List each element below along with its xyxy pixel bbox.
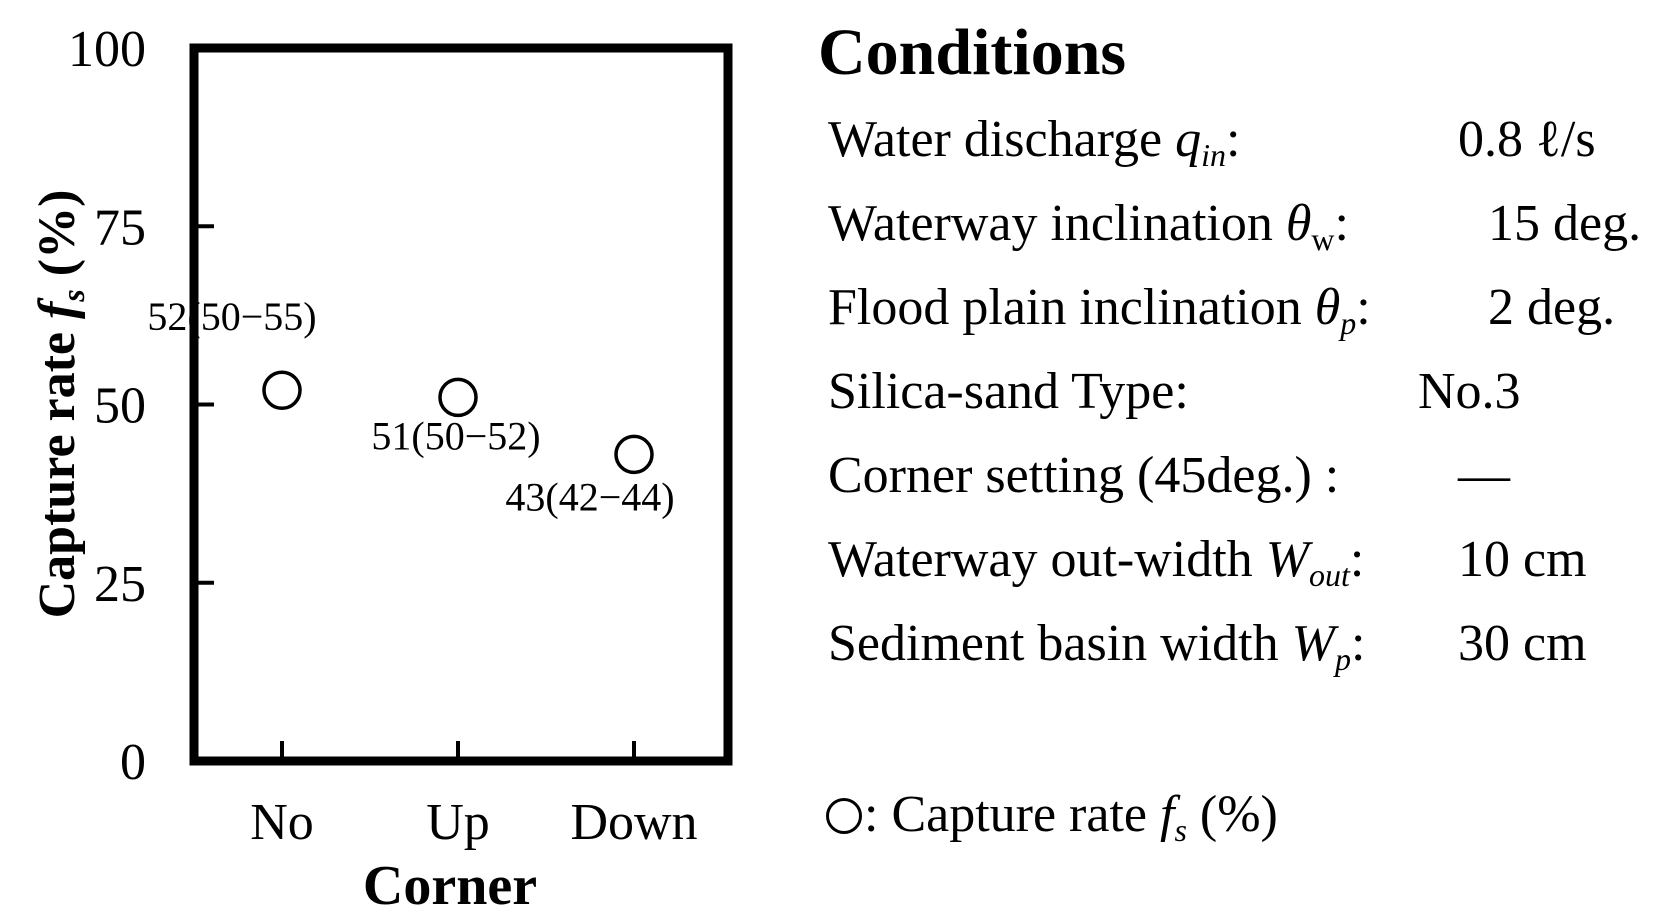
- legend: : Capture rate fs (%): [826, 785, 1278, 860]
- y-tick-label: 25: [94, 556, 146, 613]
- y-axis-ticks: 0 25 50 75 100: [68, 21, 214, 791]
- condition-var: θ: [1314, 279, 1341, 336]
- condition-value: 30 cm: [1458, 615, 1587, 672]
- condition-value: 2 deg.: [1488, 279, 1616, 336]
- x-tick-label: Down: [570, 794, 697, 851]
- condition-value: 0.8 ℓ/s: [1458, 111, 1596, 168]
- condition-label: Water discharge qin:: [828, 111, 1241, 173]
- condition-value: 10 cm: [1458, 531, 1587, 588]
- condition-sub: p: [1334, 641, 1351, 677]
- y-axis-title: Capture rate fs (%): [29, 190, 91, 619]
- legend-var: f: [1159, 786, 1175, 843]
- condition-sub: out: [1309, 557, 1350, 593]
- condition-label: Waterway inclination θw:: [828, 195, 1349, 257]
- plot-frame: [189, 43, 733, 766]
- condition-label: Flood plain inclination θp:: [828, 279, 1371, 341]
- condition-var: W: [1291, 615, 1335, 672]
- data-point: [438, 377, 478, 418]
- data-labels: 52(50−55) 51(50−52) 43(42−44): [147, 294, 674, 519]
- condition-var: θ: [1285, 195, 1312, 252]
- legend-sub: s: [1174, 812, 1187, 848]
- condition-sub: w: [1311, 221, 1335, 257]
- open-circle-marker-icon: [826, 798, 862, 834]
- condition-label: Waterway out-width Wout:: [828, 531, 1365, 593]
- y-tick-label: 50: [94, 378, 146, 435]
- x-axis-ticks: No Up Down: [250, 741, 698, 851]
- condition-label: Silica-sand Type:: [828, 363, 1189, 420]
- data-label: 51(50−52): [371, 413, 540, 458]
- condition-var: q: [1175, 111, 1202, 168]
- data-point: [262, 370, 302, 410]
- condition-value: —: [1458, 447, 1510, 504]
- condition-value: No.3: [1418, 363, 1521, 420]
- x-axis-title: Corner: [363, 855, 537, 917]
- condition-var: W: [1265, 531, 1310, 588]
- data-label: 52(50−55): [147, 294, 316, 339]
- condition-value: 15 deg.: [1488, 195, 1642, 252]
- condition-label: Sediment basin width Wp:: [828, 615, 1366, 677]
- y-axis-title-text: Capture rate: [29, 319, 86, 618]
- data-point: [614, 434, 654, 475]
- legend-unit: (%): [1186, 786, 1278, 843]
- x-tick-label: No: [250, 794, 314, 851]
- condition-sub: p: [1340, 305, 1357, 341]
- data-points: [262, 370, 654, 475]
- y-tick-label: 75: [94, 199, 146, 256]
- legend-text: : Capture rate: [864, 786, 1160, 843]
- capture-rate-chart: 0 25 50 75 100 No Up Down 52(50−55) 51(50−52) 43…: [29, 21, 733, 917]
- x-tick-label: Up: [426, 794, 490, 851]
- condition-sub: in: [1201, 137, 1227, 173]
- condition-label: Corner setting (45deg.) :: [828, 447, 1340, 504]
- data-label: 43(42−44): [505, 474, 674, 519]
- y-tick-label: 100: [68, 21, 146, 78]
- y-tick-label: 0: [120, 734, 146, 791]
- y-axis-title-var: f: [29, 297, 86, 319]
- conditions-title: Conditions: [818, 16, 1127, 89]
- y-axis-title-sub: s: [55, 289, 91, 302]
- y-axis-title-unit: (%): [29, 190, 86, 290]
